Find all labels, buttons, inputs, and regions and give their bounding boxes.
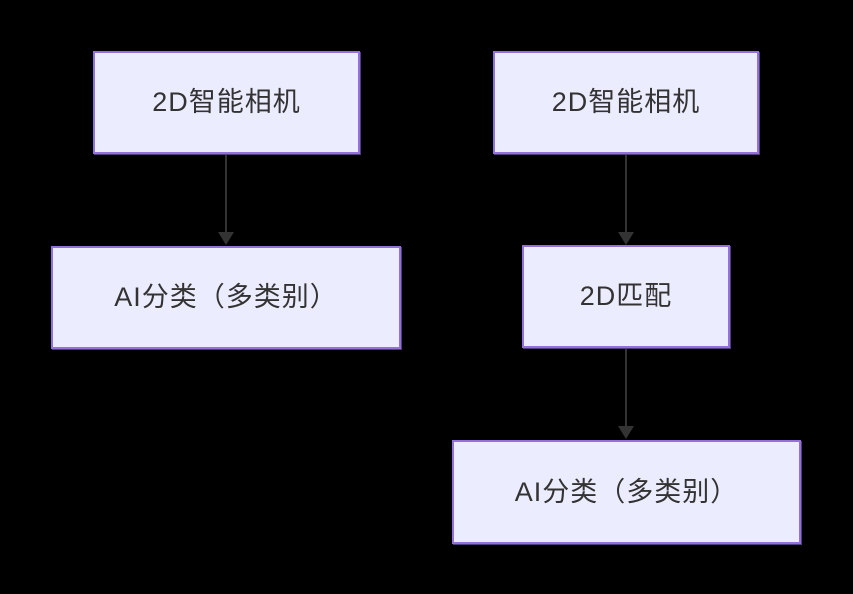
arrow-line <box>625 349 627 426</box>
node-label: 2D匹配 <box>579 281 673 312</box>
node-2d-matching: 2D匹配 <box>522 245 730 348</box>
arrow-camera-to-classification <box>218 155 234 245</box>
arrow-matching-to-classification <box>618 349 634 439</box>
node-ai-classification-right: AI分类（多类别） <box>452 440 801 544</box>
node-label: AI分类（多类别） <box>514 476 739 507</box>
node-label: 2D智能相机 <box>152 87 301 118</box>
arrowhead-down-icon <box>618 232 634 245</box>
node-ai-classification-left: AI分类（多类别） <box>51 246 401 349</box>
node-label: 2D智能相机 <box>551 87 701 118</box>
node-2d-smart-camera-right: 2D智能相机 <box>493 51 759 154</box>
arrowhead-down-icon <box>618 426 634 439</box>
arrow-camera-to-matching <box>618 155 634 245</box>
node-label: AI分类（多类别） <box>114 282 338 313</box>
arrow-line <box>225 155 227 232</box>
arrow-line <box>625 155 627 232</box>
arrowhead-down-icon <box>218 232 234 245</box>
node-2d-smart-camera-left: 2D智能相机 <box>93 51 360 154</box>
